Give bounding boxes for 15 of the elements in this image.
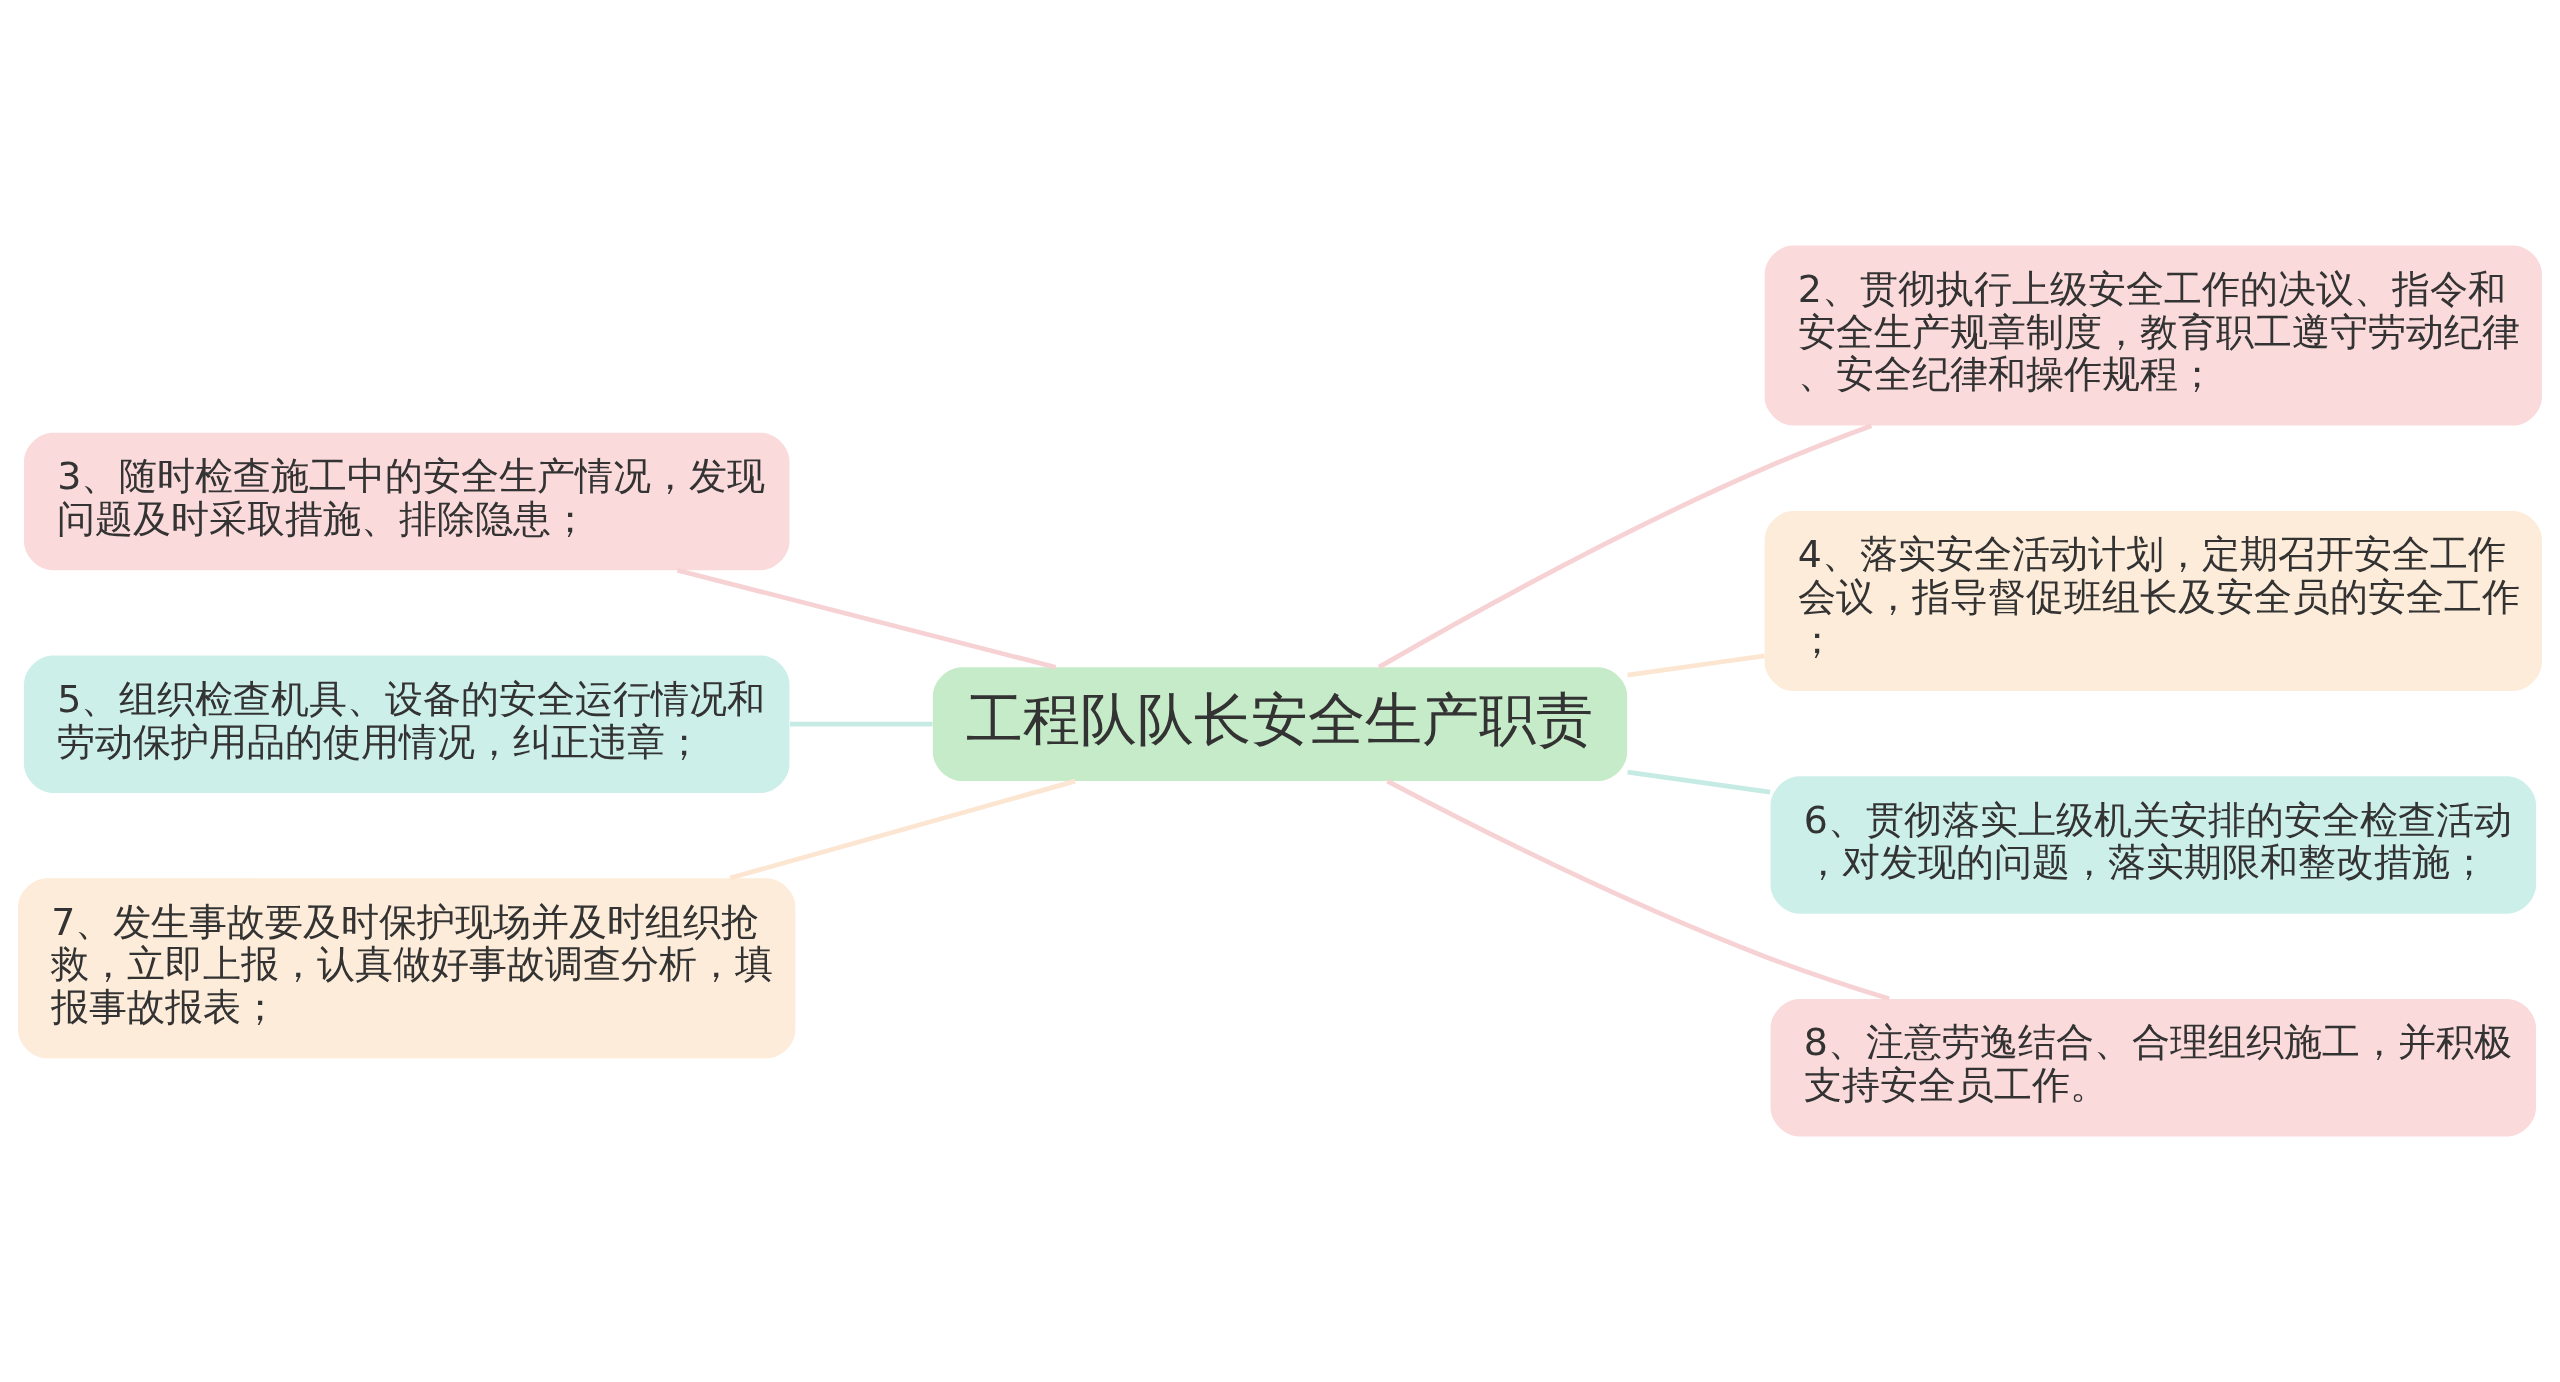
node-box: 3、随时检查施工中的安全生产情况，发现问题及时采取措施、排除隐患； bbox=[24, 432, 790, 571]
connector bbox=[1386, 779, 1890, 1002]
connector bbox=[729, 778, 1076, 881]
node-box: 6、贯彻落实上级机关安排的安全检查活动，对发现的问题，落实期限和整改措施； bbox=[1770, 776, 2536, 914]
connector bbox=[676, 567, 1057, 670]
node-box: 2、贯彻执行上级安全工作的决议、指令和安全生产规章制度，教育职工遵守劳动纪律、安全纪律和操作规程； bbox=[1764, 245, 2542, 426]
node-box: 7、发生事故要及时保护现场并及时组织抢救，立即上报，认真做好事故调查分析，填报事故报表； bbox=[18, 878, 796, 1059]
connector bbox=[1627, 769, 1771, 795]
node-box: 5、组织检查机具、设备的安全运行情况和劳动保护用品的使用情况，纠正违章； bbox=[24, 655, 790, 793]
node-box: 8、注意劳逸结合、合理组织施工，并积极支持安全员工作。 bbox=[1770, 999, 2536, 1137]
connector bbox=[1377, 423, 1873, 670]
connector bbox=[790, 721, 933, 727]
node-box: 工程队队长安全生产职责 bbox=[932, 667, 1628, 782]
node-box: 4、落实安全活动计划，定期召开安全工作会议，指导督促班组长及安全员的安全工作； bbox=[1764, 510, 2542, 691]
connector bbox=[1627, 653, 1765, 678]
